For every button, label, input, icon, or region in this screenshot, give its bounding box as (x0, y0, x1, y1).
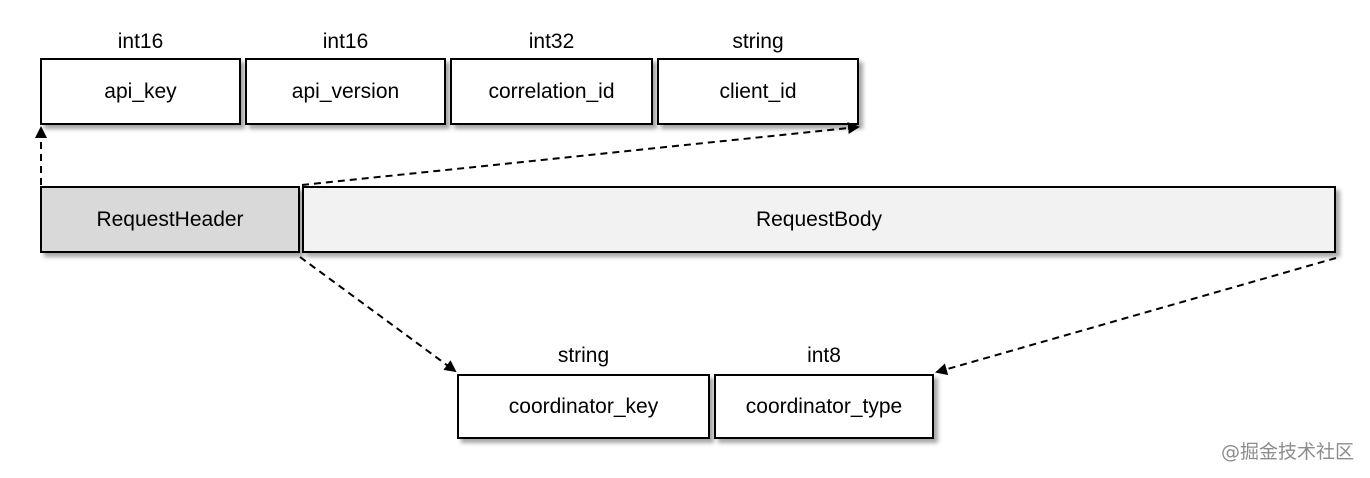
type-label-correlation-id: int32 (528, 30, 575, 53)
type-label-api-key: int16 (117, 30, 164, 53)
arrow-body-to-coordinator-key (299, 256, 457, 373)
type-label-coordinator-type: int8 (807, 344, 841, 367)
field-coordinator-type: coordinator_type (714, 374, 934, 439)
arrow-body-to-coordinator-type (935, 257, 1337, 376)
type-label-api-version: int16 (322, 30, 369, 53)
type-label-client-id: string (732, 30, 784, 53)
field-api-version: api_version (245, 58, 446, 125)
type-label-coordinator-key: string (557, 344, 610, 367)
field-coordinator-key: coordinator_key (457, 374, 710, 439)
field-client-id: client_id (657, 58, 859, 125)
arrow-header-to-client-id (301, 122, 860, 186)
field-api-key: api_key (40, 58, 241, 125)
request-body-box: RequestBody (302, 186, 1336, 253)
request-header-box: RequestHeader (40, 186, 300, 253)
field-correlation-id: correlation_id (450, 58, 653, 125)
watermark: @掘金技术社区 (1220, 441, 1354, 463)
